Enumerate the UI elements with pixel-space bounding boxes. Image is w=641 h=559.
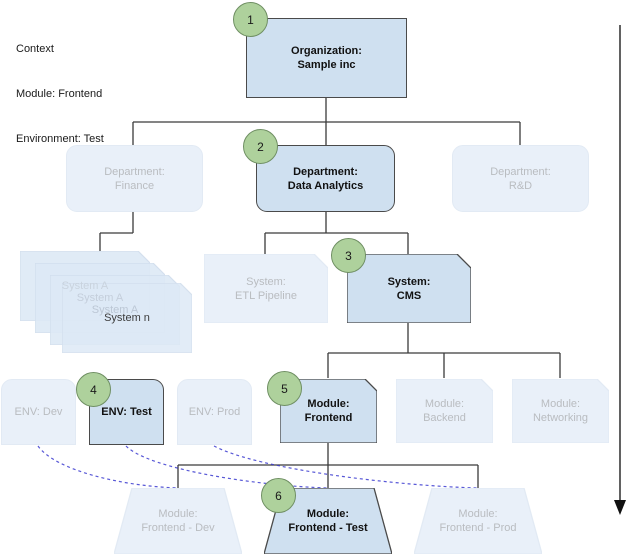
- node-label: ENV: Test: [101, 406, 152, 418]
- badge-number: 1: [247, 12, 254, 27]
- node-module-networking[interactable]: Module: Networking: [512, 379, 609, 443]
- node-deployment-frontend-prod[interactable]: Module: Frontend - Prod: [414, 488, 542, 554]
- step-badge-6: 6: [261, 478, 296, 513]
- node-label: Module: Frontend - Dev: [141, 508, 215, 534]
- node-deployment-frontend-test[interactable]: Module: Frontend - Test: [264, 488, 392, 554]
- flow-arrowhead: [614, 500, 626, 515]
- node-label: Module: Frontend - Test: [288, 508, 368, 534]
- node-module-frontend[interactable]: Module: Frontend: [280, 379, 377, 443]
- node-label: Department: Data Analytics: [287, 165, 364, 192]
- node-organization-sample-inc[interactable]: Organization: Sample inc: [246, 18, 407, 98]
- node-label: System: CMS: [387, 275, 431, 302]
- step-badge-5: 5: [267, 371, 302, 406]
- node-label: Module: Networking: [532, 398, 589, 424]
- stack-label: System A: [61, 280, 109, 292]
- step-badge-2: 2: [243, 129, 278, 164]
- node-env-dev[interactable]: ENV: Dev: [1, 379, 76, 445]
- badge-number: 4: [90, 382, 97, 397]
- node-department-finance[interactable]: Department: Finance: [66, 145, 203, 212]
- node-label: Department: R&D: [490, 165, 551, 192]
- badge-number: 3: [345, 248, 352, 263]
- step-badge-1: 1: [233, 2, 268, 37]
- node-label: Module: Backend: [423, 398, 466, 424]
- stack-label: System A: [76, 292, 124, 304]
- stack-card-4: System n: [62, 283, 192, 353]
- node-label: ENV: Dev: [14, 406, 63, 418]
- context-environment-line: Environment: Test: [16, 133, 104, 145]
- badge-number: 6: [275, 488, 282, 503]
- node-system-etl-pipeline[interactable]: System: ETL Pipeline: [204, 254, 328, 323]
- node-department-data-analytics[interactable]: Department: Data Analytics: [256, 145, 395, 212]
- node-system-stack[interactable]: System A System A System A System n: [20, 251, 192, 353]
- badge-number: 5: [281, 381, 288, 396]
- node-label: Module: Frontend: [304, 398, 353, 424]
- node-system-cms[interactable]: System: CMS: [347, 254, 471, 323]
- node-label: Organization: Sample inc: [291, 45, 362, 71]
- context-module-line: Module: Frontend: [16, 88, 103, 100]
- node-env-prod[interactable]: ENV: Prod: [177, 379, 252, 445]
- node-label: Department: Finance: [104, 165, 165, 192]
- stack-label: System A: [91, 304, 139, 316]
- step-badge-4: 4: [76, 372, 111, 407]
- node-deployment-frontend-dev[interactable]: Module: Frontend - Dev: [114, 488, 242, 554]
- node-department-rd[interactable]: Department: R&D: [452, 145, 589, 212]
- node-label: System: ETL Pipeline: [235, 275, 297, 302]
- context-legend: Context Module: Frontend Environment: Te…: [16, 12, 104, 177]
- step-badge-3: 3: [331, 238, 366, 273]
- node-module-backend[interactable]: Module: Backend: [396, 379, 493, 443]
- node-label: Module: Frontend - Prod: [439, 508, 517, 534]
- badge-number: 2: [257, 139, 264, 154]
- context-title: Context: [16, 43, 54, 55]
- node-label: ENV: Prod: [188, 406, 241, 418]
- stack-label: System n: [104, 312, 150, 324]
